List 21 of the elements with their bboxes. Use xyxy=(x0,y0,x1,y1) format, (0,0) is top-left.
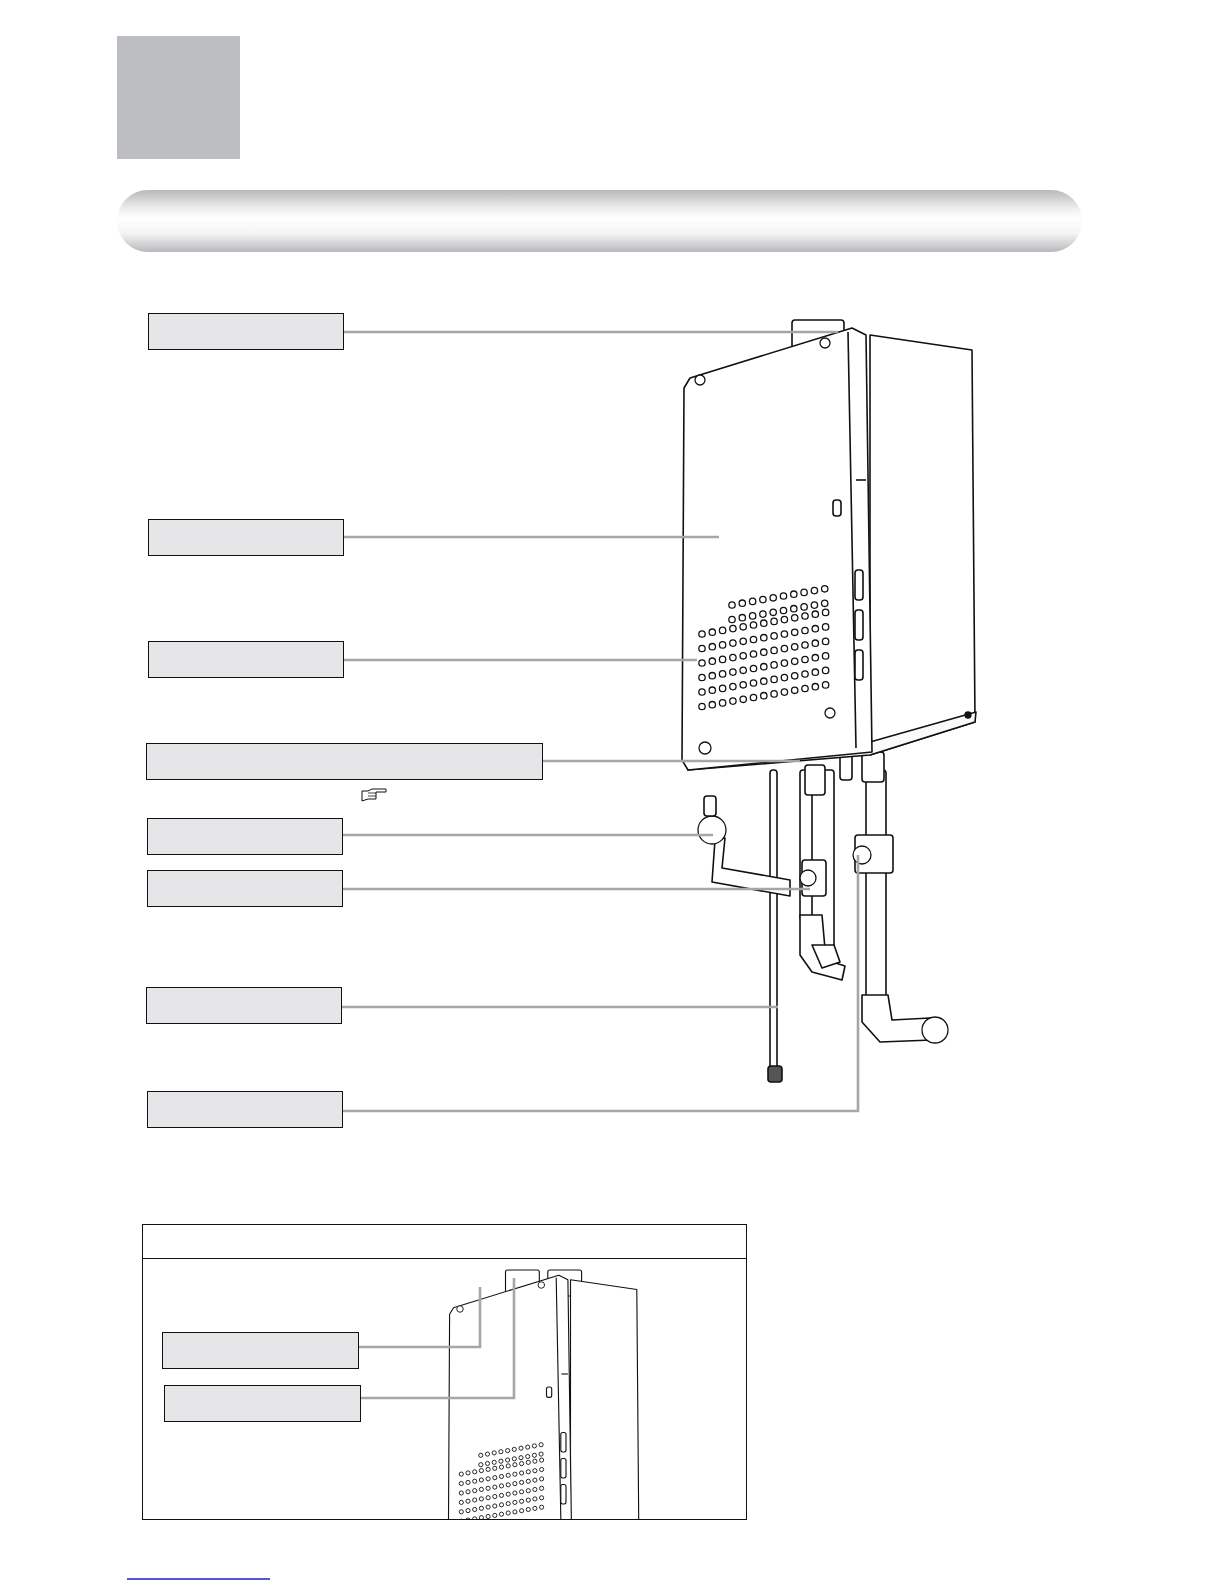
leader-line xyxy=(342,1005,778,1009)
leader-line xyxy=(543,759,800,763)
leader-line xyxy=(343,887,810,891)
blank-label-box xyxy=(148,519,344,556)
blank-label-box xyxy=(162,1332,359,1369)
leader-line xyxy=(344,658,697,662)
leader-line xyxy=(361,1278,516,1400)
blank-label-box xyxy=(164,1385,361,1422)
inset-panel xyxy=(142,1224,747,1520)
blank-label-box xyxy=(146,743,543,780)
blank-label-box xyxy=(147,1091,343,1128)
leader-line xyxy=(343,833,713,837)
blank-label-box xyxy=(146,987,342,1024)
blank-label-box xyxy=(147,818,343,855)
blank-label-box xyxy=(147,870,343,907)
blank-label-box xyxy=(148,313,344,350)
leader-line xyxy=(343,855,860,1113)
blank-label-box xyxy=(148,641,344,678)
leader-line xyxy=(344,330,838,334)
leader-line xyxy=(344,535,719,539)
leader-line xyxy=(359,1287,482,1349)
